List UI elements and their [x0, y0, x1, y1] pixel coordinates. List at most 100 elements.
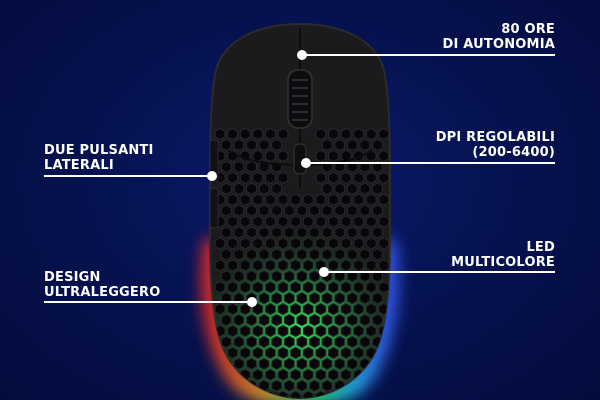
honeycomb-hole [315, 127, 327, 141]
honeycomb-hole [334, 204, 346, 217]
honeycomb-hole [227, 302, 238, 316]
honeycomb-hole [290, 259, 301, 272]
honeycomb-hole [220, 226, 232, 239]
honeycomb-hole [328, 346, 339, 360]
honeycomb-hole [246, 335, 257, 349]
honeycomb-hole [309, 226, 320, 239]
honeycomb-hole [365, 259, 377, 272]
honeycomb-hole [328, 215, 339, 228]
honeycomb-hole [271, 291, 283, 305]
honeycomb-hole [353, 346, 364, 360]
honeycomb-hole [265, 259, 276, 272]
honeycomb-hole [328, 324, 339, 338]
honeycomb-hole [265, 127, 276, 141]
honeycomb-hole [353, 324, 364, 338]
honeycomb-hole [328, 281, 339, 294]
honeycomb-hole [258, 270, 270, 283]
honeycomb-hole [220, 204, 232, 217]
honeycomb-hole [296, 226, 308, 239]
honeycomb-hole [372, 204, 383, 217]
honeycomb-hole [220, 248, 232, 261]
dpi-line2: (200-6400) [472, 145, 555, 160]
honeycomb-hole [265, 215, 276, 228]
honeycomb-hole [359, 138, 371, 152]
honeycomb-hole [246, 313, 257, 327]
honeycomb-hole [271, 248, 283, 261]
honeycomb-hole [277, 193, 289, 206]
side-buttons-line1: DUE PULSANTI [44, 143, 154, 158]
honeycomb-hole [346, 270, 358, 283]
honeycomb-hole [328, 302, 339, 316]
honeycomb-hole [340, 171, 352, 184]
honeycomb-hole [321, 291, 333, 305]
callout-dot [297, 50, 307, 60]
honeycomb-hole [315, 346, 327, 360]
honeycomb-hole [340, 368, 352, 381]
honeycomb-hole [246, 160, 257, 173]
honeycomb-hole [340, 259, 352, 272]
honeycomb-hole [283, 226, 295, 239]
honeycomb-hole [227, 259, 238, 272]
honeycomb-hole [378, 127, 390, 141]
honeycomb-hole [239, 215, 251, 228]
honeycomb-hole [346, 291, 358, 305]
honeycomb-hole [239, 324, 251, 338]
honeycomb-hole [321, 313, 333, 327]
honeycomb-hole [346, 226, 358, 239]
honeycomb-hole [296, 248, 308, 261]
honeycomb-hole [321, 204, 333, 217]
honeycomb-hole [290, 324, 301, 338]
honeycomb-hole [214, 302, 226, 316]
honeycomb-hole [220, 313, 232, 327]
honeycomb-hole [302, 193, 314, 206]
honeycomb-hole [340, 324, 352, 338]
honeycomb-hole [239, 346, 251, 360]
side-buttons-line2: LATERALI [44, 158, 114, 173]
honeycomb-hole [346, 138, 358, 152]
honeycomb-hole [239, 127, 251, 141]
honeycomb-hole [340, 237, 352, 250]
honeycomb-hole [296, 270, 308, 283]
honeycomb-hole [290, 390, 301, 398]
honeycomb-hole [365, 193, 377, 206]
honeycomb-hole [340, 127, 352, 141]
honeycomb-hole [296, 313, 308, 327]
honeycomb-hole [340, 302, 352, 316]
honeycomb-hole [252, 368, 264, 381]
honeycomb-hole [265, 149, 276, 163]
honeycomb-hole [359, 204, 371, 217]
honeycomb-hole [233, 313, 245, 327]
honeycomb-hole [378, 237, 390, 250]
honeycomb-hole [265, 171, 276, 184]
honeycomb-hole [239, 259, 251, 272]
honeycomb-hole [378, 171, 390, 184]
honeycomb-hole [283, 313, 295, 327]
honeycomb-hole [378, 193, 390, 206]
honeycomb-hole [353, 302, 364, 316]
honeycomb-hole [277, 302, 289, 316]
honeycomb-hole [365, 127, 377, 141]
honeycomb-hole [365, 237, 377, 250]
honeycomb-hole [227, 324, 238, 338]
honeycomb-hole [372, 226, 383, 239]
honeycomb-hole [271, 335, 283, 349]
honeycomb-hole [302, 302, 314, 316]
honeycomb-hole [239, 237, 251, 250]
honeycomb-hole [246, 226, 257, 239]
honeycomb-hole [346, 182, 358, 195]
honeycomb-hole [239, 281, 251, 294]
led-callout: LED MULTICOLORE [451, 240, 555, 270]
honeycomb-hole [252, 259, 264, 272]
honeycomb-hole [346, 335, 358, 349]
honeycomb-hole [302, 215, 314, 228]
honeycomb-hole [227, 346, 238, 360]
side-buttons-callout: DUE PULSANTI LATERALI [44, 143, 154, 173]
honeycomb-hole [227, 149, 238, 163]
honeycomb-hole [277, 171, 289, 184]
honeycomb-hole [334, 291, 346, 305]
honeycomb-hole [309, 335, 320, 349]
honeycomb-hole [258, 226, 270, 239]
honeycomb-hole [315, 171, 327, 184]
honeycomb-hole [321, 379, 333, 392]
